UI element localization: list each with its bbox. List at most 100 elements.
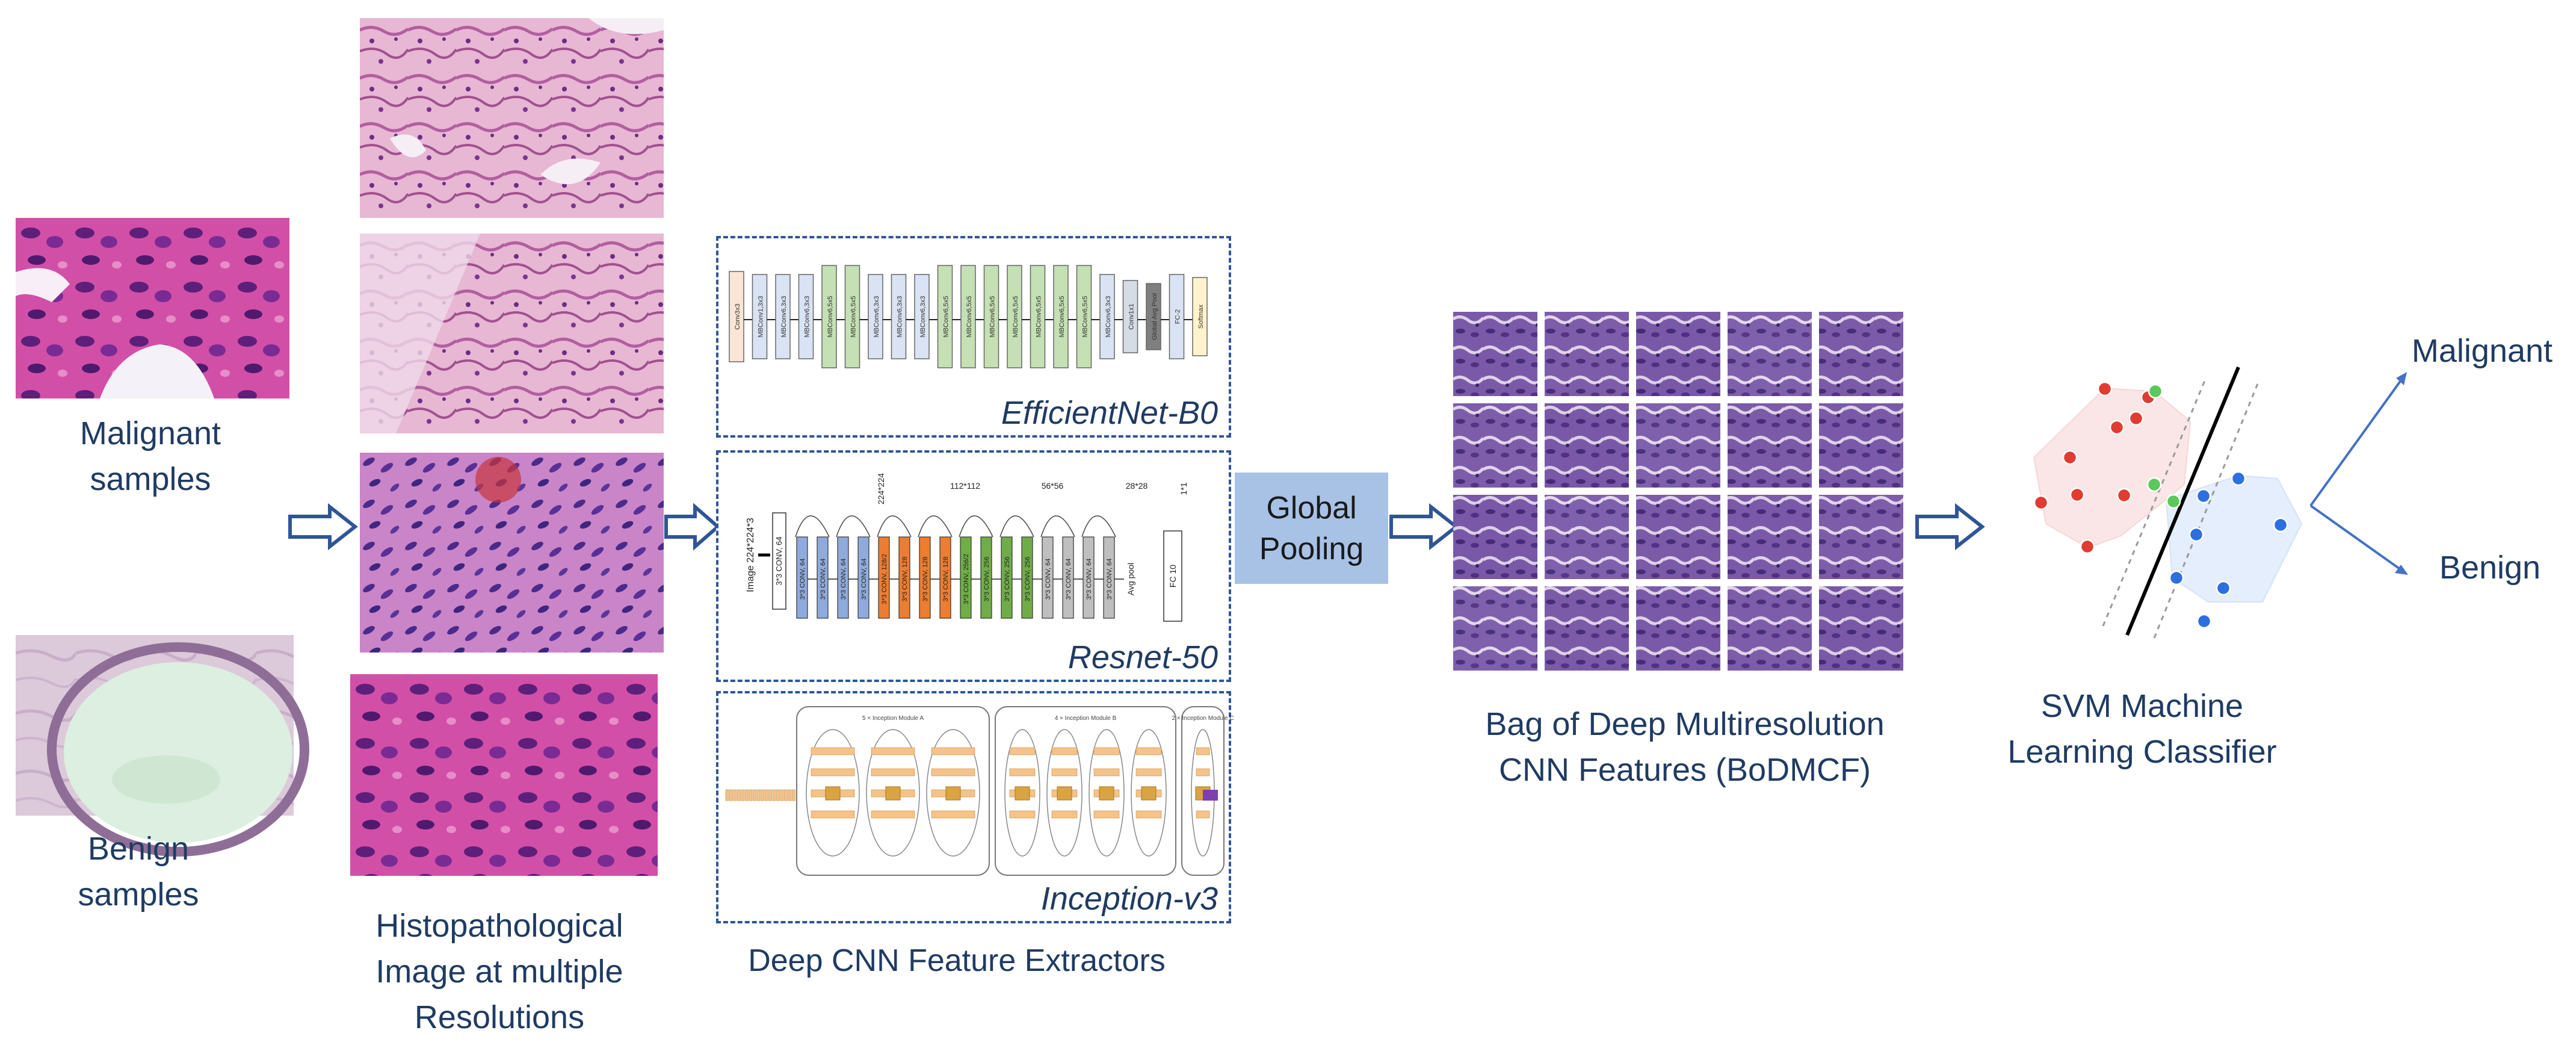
efficientnet-layer: MBConv6,5x5 bbox=[1030, 265, 1054, 368]
efficientnet-layer: Global Avg Pool bbox=[1146, 283, 1170, 350]
output-benign: Benign bbox=[2439, 550, 2541, 586]
svg-text:MBConv6,3x3: MBConv6,3x3 bbox=[780, 296, 788, 337]
malignant-samples-label: Malignant samples bbox=[79, 415, 221, 497]
svm-margin-right bbox=[2153, 379, 2261, 639]
resnet-title: Resnet-50 bbox=[1067, 639, 1218, 675]
feature-tile bbox=[1728, 495, 1812, 579]
feature-tile bbox=[1728, 586, 1812, 671]
bag-of-features-mosaic bbox=[1453, 312, 1913, 689]
svg-text:Conv1x1: Conv1x1 bbox=[1128, 303, 1135, 329]
efficientnet-layer: MBConv6,3x3 bbox=[1099, 274, 1123, 359]
resnet-block bbox=[919, 536, 931, 619]
benign-sample-image bbox=[16, 635, 309, 857]
svm-benign-point bbox=[2231, 471, 2246, 486]
feature-tile bbox=[1545, 403, 1629, 488]
feature-tile bbox=[1453, 495, 1537, 579]
resnet-block bbox=[1042, 536, 1054, 619]
svg-text:MBConv6,5x5: MBConv6,5x5 bbox=[1082, 296, 1089, 337]
resnet-block-label: 3*3 CONV, 64 bbox=[1086, 559, 1093, 600]
resolution-image-1 bbox=[360, 18, 664, 218]
resnet-block-label: 3*3 CONV, 64 bbox=[1045, 559, 1052, 600]
feature-tile bbox=[1819, 312, 1903, 396]
resnet-block bbox=[837, 536, 849, 619]
inception-module-label: 5 × Inception Module A bbox=[862, 715, 924, 722]
svg-text:MBConv6,5x5: MBConv6,5x5 bbox=[827, 296, 834, 337]
svm-support-vector bbox=[2166, 494, 2181, 509]
resnet-block bbox=[1103, 536, 1115, 619]
svg-text:MBConv6,3x3: MBConv6,3x3 bbox=[804, 296, 811, 337]
efficientnet-layer: MBConv1,3x3 bbox=[752, 274, 776, 359]
svg-text:MBConv6,3x3: MBConv6,3x3 bbox=[919, 296, 927, 337]
efficientnet-layer: MBConv6,5x5 bbox=[1007, 265, 1031, 368]
feature-tile bbox=[1819, 403, 1903, 488]
efficientnet-layer: MBConv6,3x3 bbox=[868, 274, 892, 359]
svg-text:MBConv6,3x3: MBConv6,3x3 bbox=[1105, 296, 1112, 337]
resnet-block-label: 3*3 CONV, 128 bbox=[942, 557, 950, 602]
svm-malignant-point bbox=[2097, 381, 2113, 397]
svm-malignant-point bbox=[2128, 411, 2144, 426]
resnet-block-label: 3*3 CONV, 128 bbox=[901, 557, 909, 602]
svg-text:MBConv6,5x5: MBConv6,5x5 bbox=[1012, 296, 1019, 337]
feature-tile bbox=[1453, 312, 1537, 396]
feature-tile bbox=[1545, 495, 1629, 579]
resnet-block-label: 3*3 CONV, 64 bbox=[840, 559, 847, 600]
flow-arrow-2 bbox=[664, 503, 721, 551]
resolution-image-3 bbox=[360, 453, 664, 653]
svm-benign-point bbox=[2169, 570, 2184, 586]
resnet-block bbox=[1083, 536, 1095, 619]
extractors-label: Deep CNN Feature Extractors bbox=[748, 943, 1166, 978]
svg-text:Softmax: Softmax bbox=[1197, 304, 1205, 329]
benign-samples-label: Benign samples bbox=[78, 831, 199, 913]
resnet-fc: FC 10 bbox=[1168, 565, 1178, 588]
svm-label: SVM Machine Learning Classifier bbox=[2007, 688, 2277, 770]
svm-support-vector bbox=[2148, 383, 2163, 399]
svm-malignant-point bbox=[2109, 420, 2125, 435]
inception-title: Inception-v3 bbox=[1040, 881, 1218, 917]
resnet-stage-size: 1*1 bbox=[1179, 482, 1188, 495]
inception-module: 5 × Inception Module A bbox=[796, 706, 990, 876]
resnet-block bbox=[796, 536, 808, 619]
svg-text:MBConv6,5x5: MBConv6,5x5 bbox=[966, 296, 973, 337]
svm-malignant-point bbox=[2033, 495, 2049, 510]
efficientnet-layer: MBConv6,3x3 bbox=[891, 274, 915, 359]
resnet-stage-size: 112*112 bbox=[950, 481, 980, 491]
svm-benign-point bbox=[2216, 580, 2231, 596]
resnet-block-label: 3*3 CONV, 64 bbox=[860, 559, 868, 600]
resolution-image-4 bbox=[350, 674, 658, 876]
efficientnet-layer: MBConv6,5x5 bbox=[1076, 265, 1100, 368]
output-malignant: Malignant bbox=[2411, 333, 2553, 369]
feature-tile bbox=[1636, 403, 1720, 488]
feature-tile bbox=[1636, 495, 1720, 579]
svg-text:MBConv6,5x5: MBConv6,5x5 bbox=[1036, 296, 1043, 337]
svm-plot bbox=[2033, 366, 2303, 639]
svm-benign-point bbox=[2188, 527, 2204, 542]
feature-tile bbox=[1728, 312, 1812, 396]
svg-text:MBConv6,3x3: MBConv6,3x3 bbox=[873, 296, 880, 337]
resnet-block bbox=[939, 536, 951, 619]
flow-arrow-4 bbox=[1915, 503, 1985, 551]
efficientnet-layer: MBConv6,5x5 bbox=[937, 265, 961, 368]
svg-text:MBConv1,3x3: MBConv1,3x3 bbox=[758, 296, 765, 337]
resnet-block-label: 3*3 CONV, 64 bbox=[799, 559, 806, 600]
resnet-stage-size: 224*224 bbox=[876, 473, 886, 504]
resolutions-label: Histopathological Image at multiple Reso… bbox=[375, 908, 623, 1035]
bag-label: Bag of Deep Multiresolution CNN Features… bbox=[1485, 706, 1885, 788]
feature-tile bbox=[1453, 403, 1537, 488]
resnet-first-conv: 3*3 CONV, 64 bbox=[774, 536, 783, 585]
svg-text:FC-2: FC-2 bbox=[1175, 309, 1182, 324]
efficientnet-layer: MBConv6,3x3 bbox=[775, 274, 799, 359]
resnet-stage-size: 56*56 bbox=[1042, 481, 1064, 491]
resnet-block bbox=[857, 536, 869, 619]
efficientnet-layer: Softmax bbox=[1192, 277, 1208, 356]
resnet-block-label: 3*3 CONV, 64 bbox=[1106, 559, 1113, 600]
svm-benign-point bbox=[2196, 488, 2211, 504]
resnet-block bbox=[980, 536, 992, 619]
output-arrows bbox=[2309, 372, 2408, 575]
svm-benign-point bbox=[2273, 517, 2288, 533]
resolution-image-2 bbox=[360, 234, 664, 433]
